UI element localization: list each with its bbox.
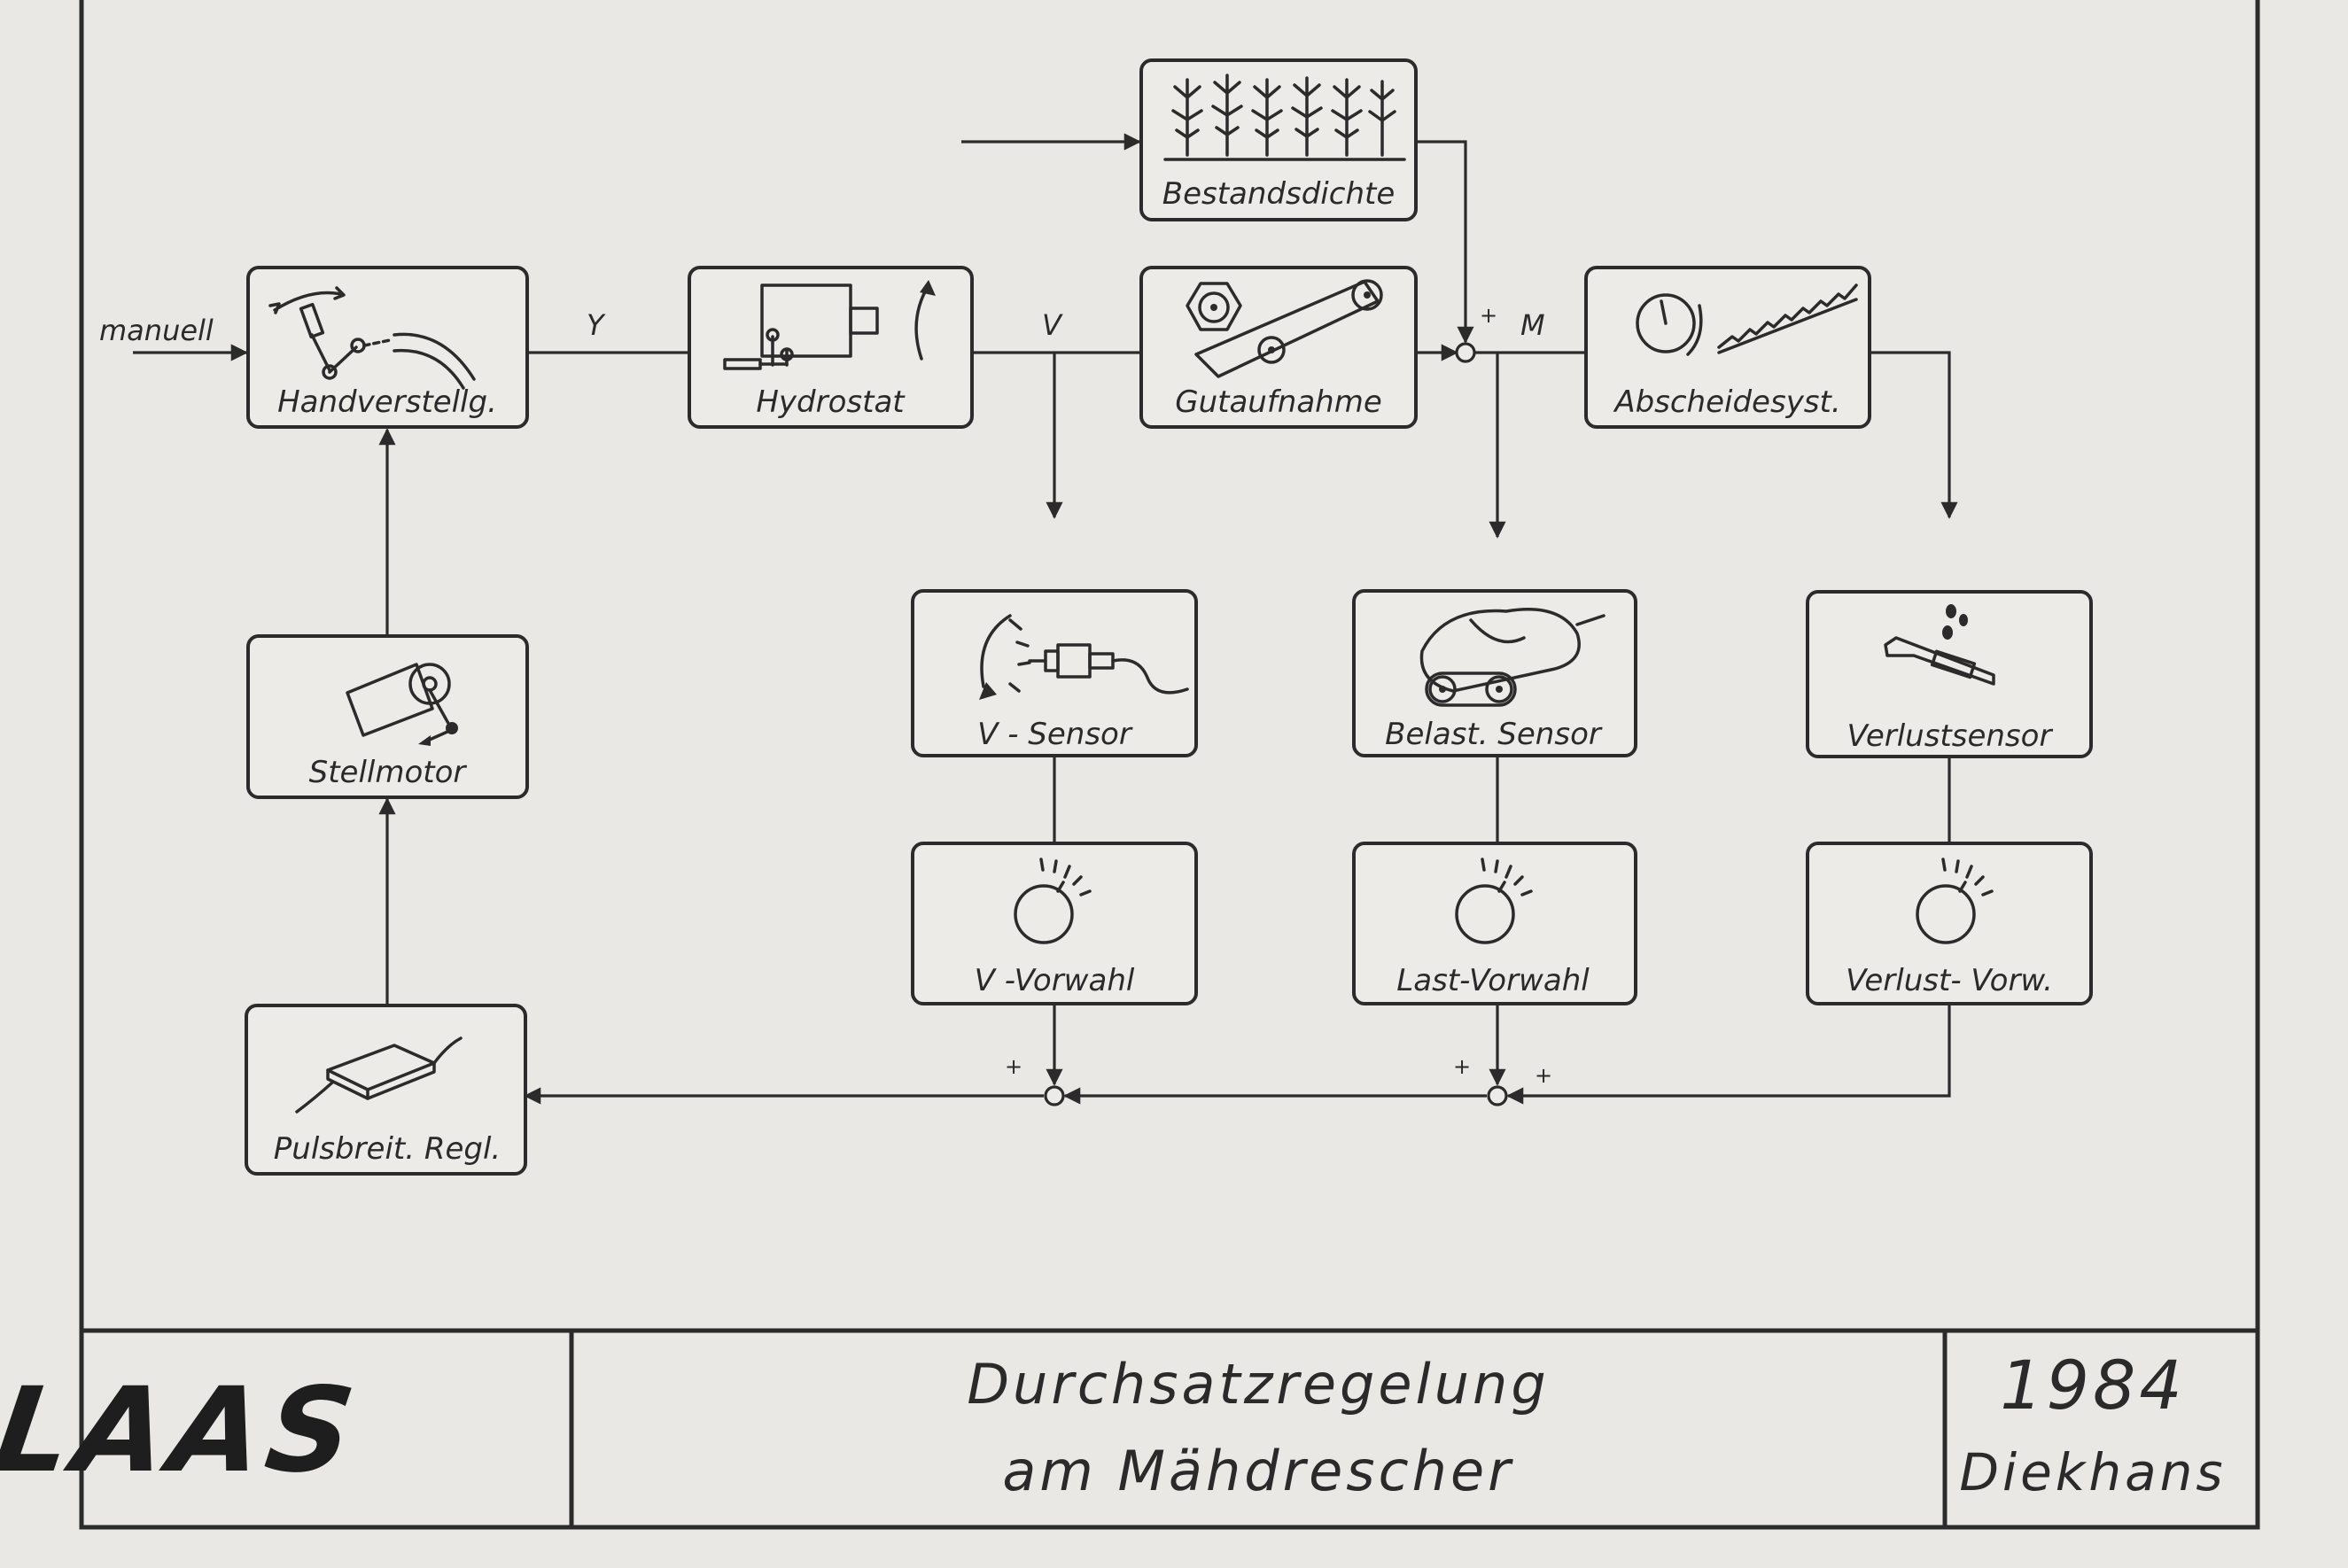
plus-sign: + [1453, 1054, 1471, 1079]
block-stellmotor: Stellmotor [246, 634, 529, 799]
verlust-vorw-to-sum [1506, 1004, 1951, 1105]
block-hydrostat: Hydrostat [688, 266, 974, 429]
v-vorwahl-label: V -Vorwahl [975, 963, 1135, 998]
v-sensor-label: V - Sensor [977, 717, 1133, 752]
stellmotor-label: Stellmotor [309, 755, 468, 790]
drawing-author: Diekhans [1959, 1442, 2226, 1502]
drawing-title-line1: Durchsatzregelung [967, 1352, 1549, 1417]
pulsbreit-regl-label: Pulsbreit. Regl. [274, 1131, 501, 1167]
block-pulsbreit-regl: Pulsbreit. Regl. [245, 1004, 527, 1176]
claas-logo: CLAAS [0, 1363, 367, 1499]
block-verlustsensor: Verlustsensor [1806, 590, 2093, 758]
pwm-controller-icon [295, 1036, 463, 1114]
grain-loss-sensor-icon [1884, 604, 1995, 686]
block-v-sensor: V - Sensor [911, 589, 1198, 757]
hand-lever-icon [268, 286, 476, 390]
header-conveyor-icon [1186, 279, 1383, 378]
actuator-motor-icon [346, 663, 458, 746]
drawing-year: 1984 [2000, 1346, 2185, 1424]
summing-junction-m [1455, 342, 1476, 363]
block-handverstellg: Handverstellg. [246, 266, 529, 429]
handverstellg-label: Handverstellg. [277, 384, 497, 420]
gutaufnahme-label: Gutaufnahme [1175, 384, 1382, 420]
block-last-vorwahl: Last-Vorwahl [1352, 842, 1637, 1005]
block-belast-sensor: Belast. Sensor [1352, 589, 1637, 757]
block-verlust-vorw: Verlust- Vorw. [1806, 842, 2093, 1005]
plus-sign: + [1005, 1054, 1022, 1079]
summing-junction-v [1044, 1085, 1065, 1106]
setpoint-knob-icon [1916, 858, 1994, 944]
speed-sensor-icon [979, 614, 1189, 700]
y-label: Y [587, 308, 606, 342]
last-vorwahl-label: Last-Vorwahl [1396, 963, 1590, 998]
v-label: V [1042, 308, 1063, 342]
abscheidesyst-label: Abscheidesyst. [1613, 384, 1840, 420]
bestandsdichte-to-sum [1416, 140, 1474, 344]
m-label: M [1520, 308, 1545, 342]
setpoint-knob-icon [1014, 858, 1092, 944]
verlust-vorw-label: Verlust- Vorw. [1846, 963, 2053, 998]
hydrostat-icon [723, 280, 936, 370]
summing-junction-load [1487, 1085, 1508, 1106]
block-bestandsdichte: Bestandsdichte [1139, 58, 1418, 221]
sheet-frame [79, 0, 2260, 1530]
plus-sign: + [1480, 303, 1497, 328]
block-abscheidesyst: Abscheidesyst. [1584, 266, 1871, 429]
verlustsensor-label: Verlustsensor [1847, 718, 2054, 754]
block-gutaufnahme: Gutaufnahme [1139, 266, 1418, 429]
abscheidesyst-to-verlustsensor [1870, 351, 1958, 519]
hydrostat-label: Hydrostat [756, 384, 906, 420]
crop-stand-icon [1163, 74, 1406, 161]
belast-sensor-label: Belast. Sensor [1385, 717, 1603, 752]
svg-text:CLAAS: CLAAS [0, 1363, 367, 1499]
block-v-vorwahl: V -Vorwahl [911, 842, 1198, 1005]
bestandsdichte-label: Bestandsdichte [1162, 176, 1396, 212]
separation-system-icon [1636, 283, 1858, 356]
drawing-title-line2: am Mähdrescher [1002, 1439, 1513, 1503]
manuell-label: manuell [99, 314, 214, 347]
plus-sign: + [1535, 1063, 1552, 1088]
load-sensor-icon [1419, 608, 1606, 707]
setpoint-knob-icon [1455, 858, 1533, 944]
